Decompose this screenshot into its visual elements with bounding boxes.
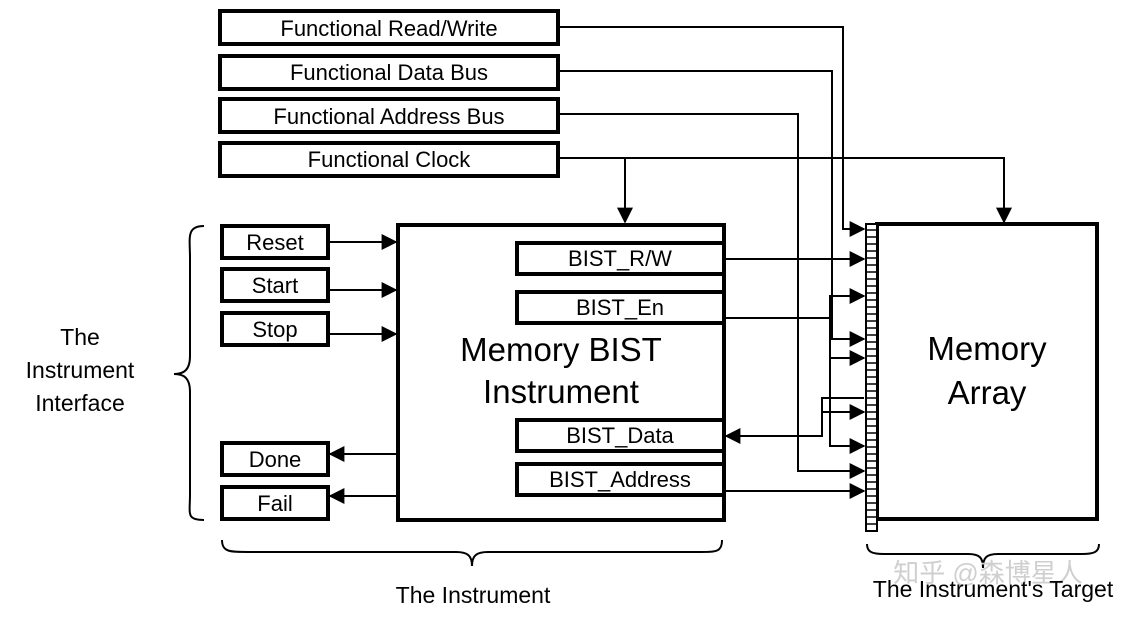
interface-label-line3: Interface [35, 390, 125, 416]
bist-title-line2: Instrument [483, 373, 639, 410]
memory-array-block: Memory Array [875, 222, 1099, 521]
interface-label-line2: Instrument [26, 357, 135, 383]
bist-title-line1: Memory BIST [460, 331, 662, 368]
instrument-label: The Instrument [396, 582, 551, 608]
functional-address-bus-box: Functional Address Bus [218, 97, 560, 134]
bist-en-port: BIST_En [515, 290, 726, 325]
target-label: The Instrument's Target [873, 576, 1114, 602]
reset-box: Reset [220, 224, 330, 260]
bist-en-wire-a [724, 288, 866, 319]
functional-data-wire [558, 70, 866, 347]
functional-read-write-box: Functional Read/Write [218, 9, 560, 46]
bist-data-port: BIST_Data [515, 418, 726, 453]
functional-rw-wire [558, 26, 866, 237]
bist-en-wire-c [829, 318, 866, 454]
functional-address-wire [558, 113, 866, 479]
functional-address-bus-label: Functional Address Bus [273, 104, 504, 129]
interface-label-line1: The [60, 324, 100, 350]
functional-read-write-label: Functional Read/Write [280, 16, 497, 41]
functional-clock-wire-memory [558, 157, 1012, 224]
start-label: Start [252, 273, 298, 298]
start-box: Start [220, 267, 330, 303]
bist-data-label: BIST_Data [566, 423, 674, 448]
fail-label: Fail [257, 491, 292, 516]
mux-strip [865, 223, 878, 532]
target-brace [866, 543, 1100, 569]
bist-rw-port: BIST_R/W [515, 241, 726, 276]
done-box: Done [220, 441, 330, 477]
stop-label: Stop [252, 317, 297, 342]
instrument-brace [221, 539, 723, 567]
reset-label: Reset [246, 230, 303, 255]
watermark-text: 知乎 @森博星人 [893, 558, 1083, 588]
stop-box: Stop [220, 311, 330, 347]
fail-box: Fail [220, 485, 330, 521]
interface-brace [173, 225, 205, 521]
bist-data-wire [724, 397, 864, 444]
bist-address-label: BIST_Address [549, 467, 691, 492]
bist-address-port: BIST_Address [515, 462, 726, 497]
bist-data-wire-b [821, 398, 866, 420]
memory-title-line1: Memory [927, 330, 1047, 367]
bist-rw-label: BIST_R/W [568, 246, 672, 271]
done-label: Done [249, 447, 302, 472]
bist-en-label: BIST_En [576, 295, 664, 320]
functional-clock-box: Functional Clock [218, 141, 560, 178]
memory-title-line2: Array [948, 374, 1027, 411]
functional-data-bus-label: Functional Data Bus [290, 60, 488, 85]
functional-data-bus-box: Functional Data Bus [218, 54, 560, 91]
functional-clock-label: Functional Clock [308, 147, 472, 172]
